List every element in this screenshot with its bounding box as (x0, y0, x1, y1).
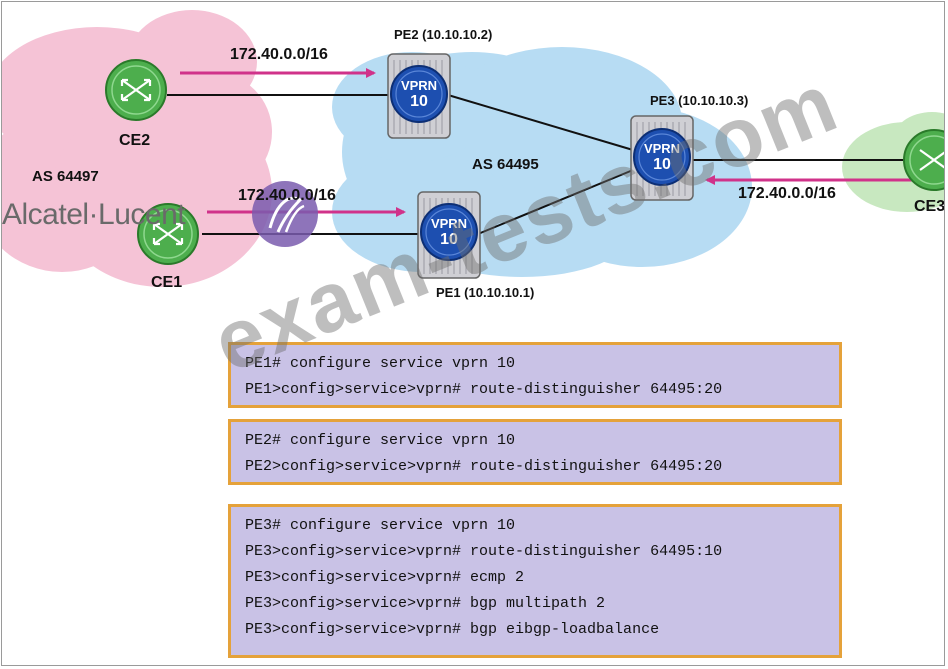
pe1-label: PE1 (10.10.10.1) (436, 285, 535, 300)
ce2-label: CE2 (119, 132, 151, 149)
pe3-vprn-id: 10 (653, 156, 671, 173)
ce3-router-icon (903, 129, 944, 191)
config-line: PE1>config>service>vprn# route-distingui… (245, 381, 723, 398)
pe3-vprn-text: VPRN (643, 141, 681, 156)
prefix-label-ce3: 172.40.0.0/16 (738, 185, 836, 202)
config-line: PE3>config>service>vprn# bgp multipath 2 (245, 595, 606, 612)
pe3-config-box: PE3# configure service vprn 10 PE3>confi… (228, 504, 842, 658)
pe1-vprn-text: VPRN (430, 216, 468, 231)
config-line: PE2# configure service vprn 10 (245, 432, 516, 449)
ce2-router-icon (105, 59, 167, 121)
prefix-label-ce2: 172.40.0.0/16 (230, 46, 328, 63)
pe3-label: PE3 (10.10.10.3) (650, 93, 749, 108)
link-pe1-pe3 (477, 169, 634, 235)
pe3-vprn-label: VPRN 10 (634, 141, 690, 174)
pe1-config-box: PE1# configure service vprn 10 PE1>confi… (228, 342, 842, 408)
pe2-vprn-text: VPRN (400, 78, 438, 93)
config-line: PE2>config>service>vprn# route-distingui… (245, 458, 723, 475)
ce1-label: CE1 (151, 274, 183, 291)
pe2-vprn-id: 10 (410, 93, 428, 110)
pe1-vprn-label: VPRN 10 (421, 216, 477, 249)
pe2-config-box: PE2# configure service vprn 10 PE2>confi… (228, 419, 842, 485)
pe2-router-icon (387, 53, 451, 139)
config-line: PE1# configure service vprn 10 (245, 355, 516, 372)
pe3-router-icon (630, 115, 694, 201)
pe2-vprn-label: VPRN 10 (391, 78, 447, 111)
as-label-left: AS 64497 (32, 168, 99, 185)
brand-text: Alcatel·Lucent (2, 198, 186, 231)
prefix-label-ce1: 172.40.0.0/16 (238, 187, 336, 204)
config-line: PE3>config>service>vprn# route-distingui… (245, 543, 723, 560)
link-pe2-pe3 (447, 94, 634, 151)
config-line: PE3>config>service>vprn# ecmp 2 (245, 569, 525, 586)
config-line: PE3# configure service vprn 10 (245, 517, 516, 534)
pe1-vprn-id: 10 (440, 231, 458, 248)
pink-cloud (2, 10, 272, 287)
pe2-label: PE2 (10.10.10.2) (394, 27, 493, 42)
as-label-center: AS 64495 (472, 156, 539, 173)
ce1-router-icon (137, 203, 199, 265)
alcatel-lucent-logo-icon (252, 181, 318, 247)
ce3-label: CE3 (914, 198, 945, 215)
config-line: PE3>config>service>vprn# bgp eibgp-loadb… (245, 621, 660, 638)
pe1-router-icon (417, 191, 481, 279)
